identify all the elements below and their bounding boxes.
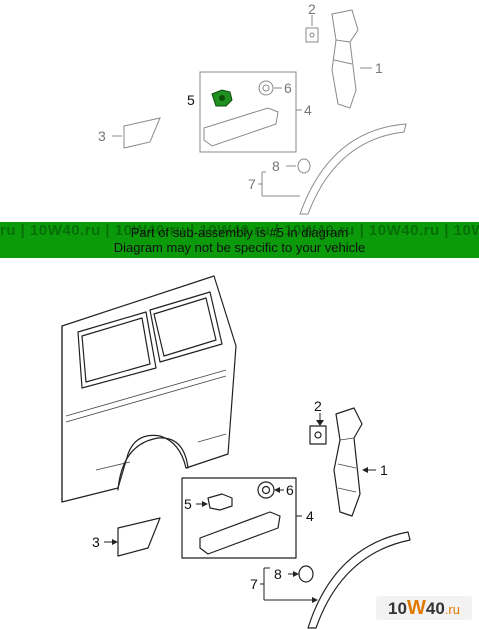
callout-2: 2 (314, 398, 322, 414)
callout-7-top: 7 (248, 176, 256, 192)
logo-domain: .ru (444, 602, 460, 617)
logo-w: W (406, 597, 426, 619)
callout-5: 5 (184, 496, 192, 512)
logo-suffix: 40 (425, 599, 445, 618)
part-4-molding-top (203, 107, 279, 147)
banner-line-subassembly: Part of sub-assembly is #5 in diagram (130, 225, 349, 240)
callout-1-top: 1 (375, 60, 383, 76)
callout-5-top: 5 (187, 92, 195, 108)
part-8 (288, 565, 314, 583)
part-1-mudguard (333, 407, 376, 517)
callout-4: 4 (306, 508, 314, 524)
part-2-clip (309, 413, 327, 445)
callout-8: 8 (274, 566, 282, 582)
part-6-grommet (257, 481, 284, 499)
callout-6: 6 (286, 482, 294, 498)
callout-1: 1 (380, 462, 388, 478)
watermark-strip: ru | 10W40.ru | 10W40.ru | 10W40.ru | 10… (0, 222, 479, 239)
bottom-diagram: 2 1 4 5 6 (0, 258, 479, 629)
van-body-side (61, 275, 237, 503)
subassembly-box-top (199, 71, 297, 153)
callout-3-top: 3 (98, 128, 106, 144)
watermark-logo: 10W40.ru (376, 596, 472, 620)
part-5 (196, 493, 233, 511)
callout-7: 7 (250, 576, 258, 592)
part-8-top (286, 158, 311, 174)
part-5-highlight (211, 89, 233, 107)
part-4-molding (199, 511, 281, 555)
part-3 (104, 517, 161, 557)
part-7-flare-top (299, 123, 407, 215)
callout-6-top: 6 (284, 80, 292, 96)
part-2-clip-top (305, 15, 319, 43)
callout-3: 3 (92, 534, 100, 550)
part-7-flare (307, 531, 411, 629)
subassembly-box (181, 477, 297, 559)
part-1-mudguard-top (331, 9, 372, 109)
info-banner: ru | 10W40.ru | 10W40.ru | 10W40.ru | 10… (0, 222, 479, 258)
callout-8-top: 8 (272, 158, 280, 174)
callout-4-top: 4 (304, 102, 312, 118)
callout-2-top: 2 (308, 1, 316, 17)
part-6-grommet-top (258, 80, 282, 96)
logo-prefix: 10 (388, 599, 407, 618)
top-diagram: 2 1 4 5 6 3 (0, 0, 479, 222)
part-3-top (112, 117, 161, 149)
banner-line-disclaimer: Diagram may not be specific to your vehi… (113, 240, 366, 255)
